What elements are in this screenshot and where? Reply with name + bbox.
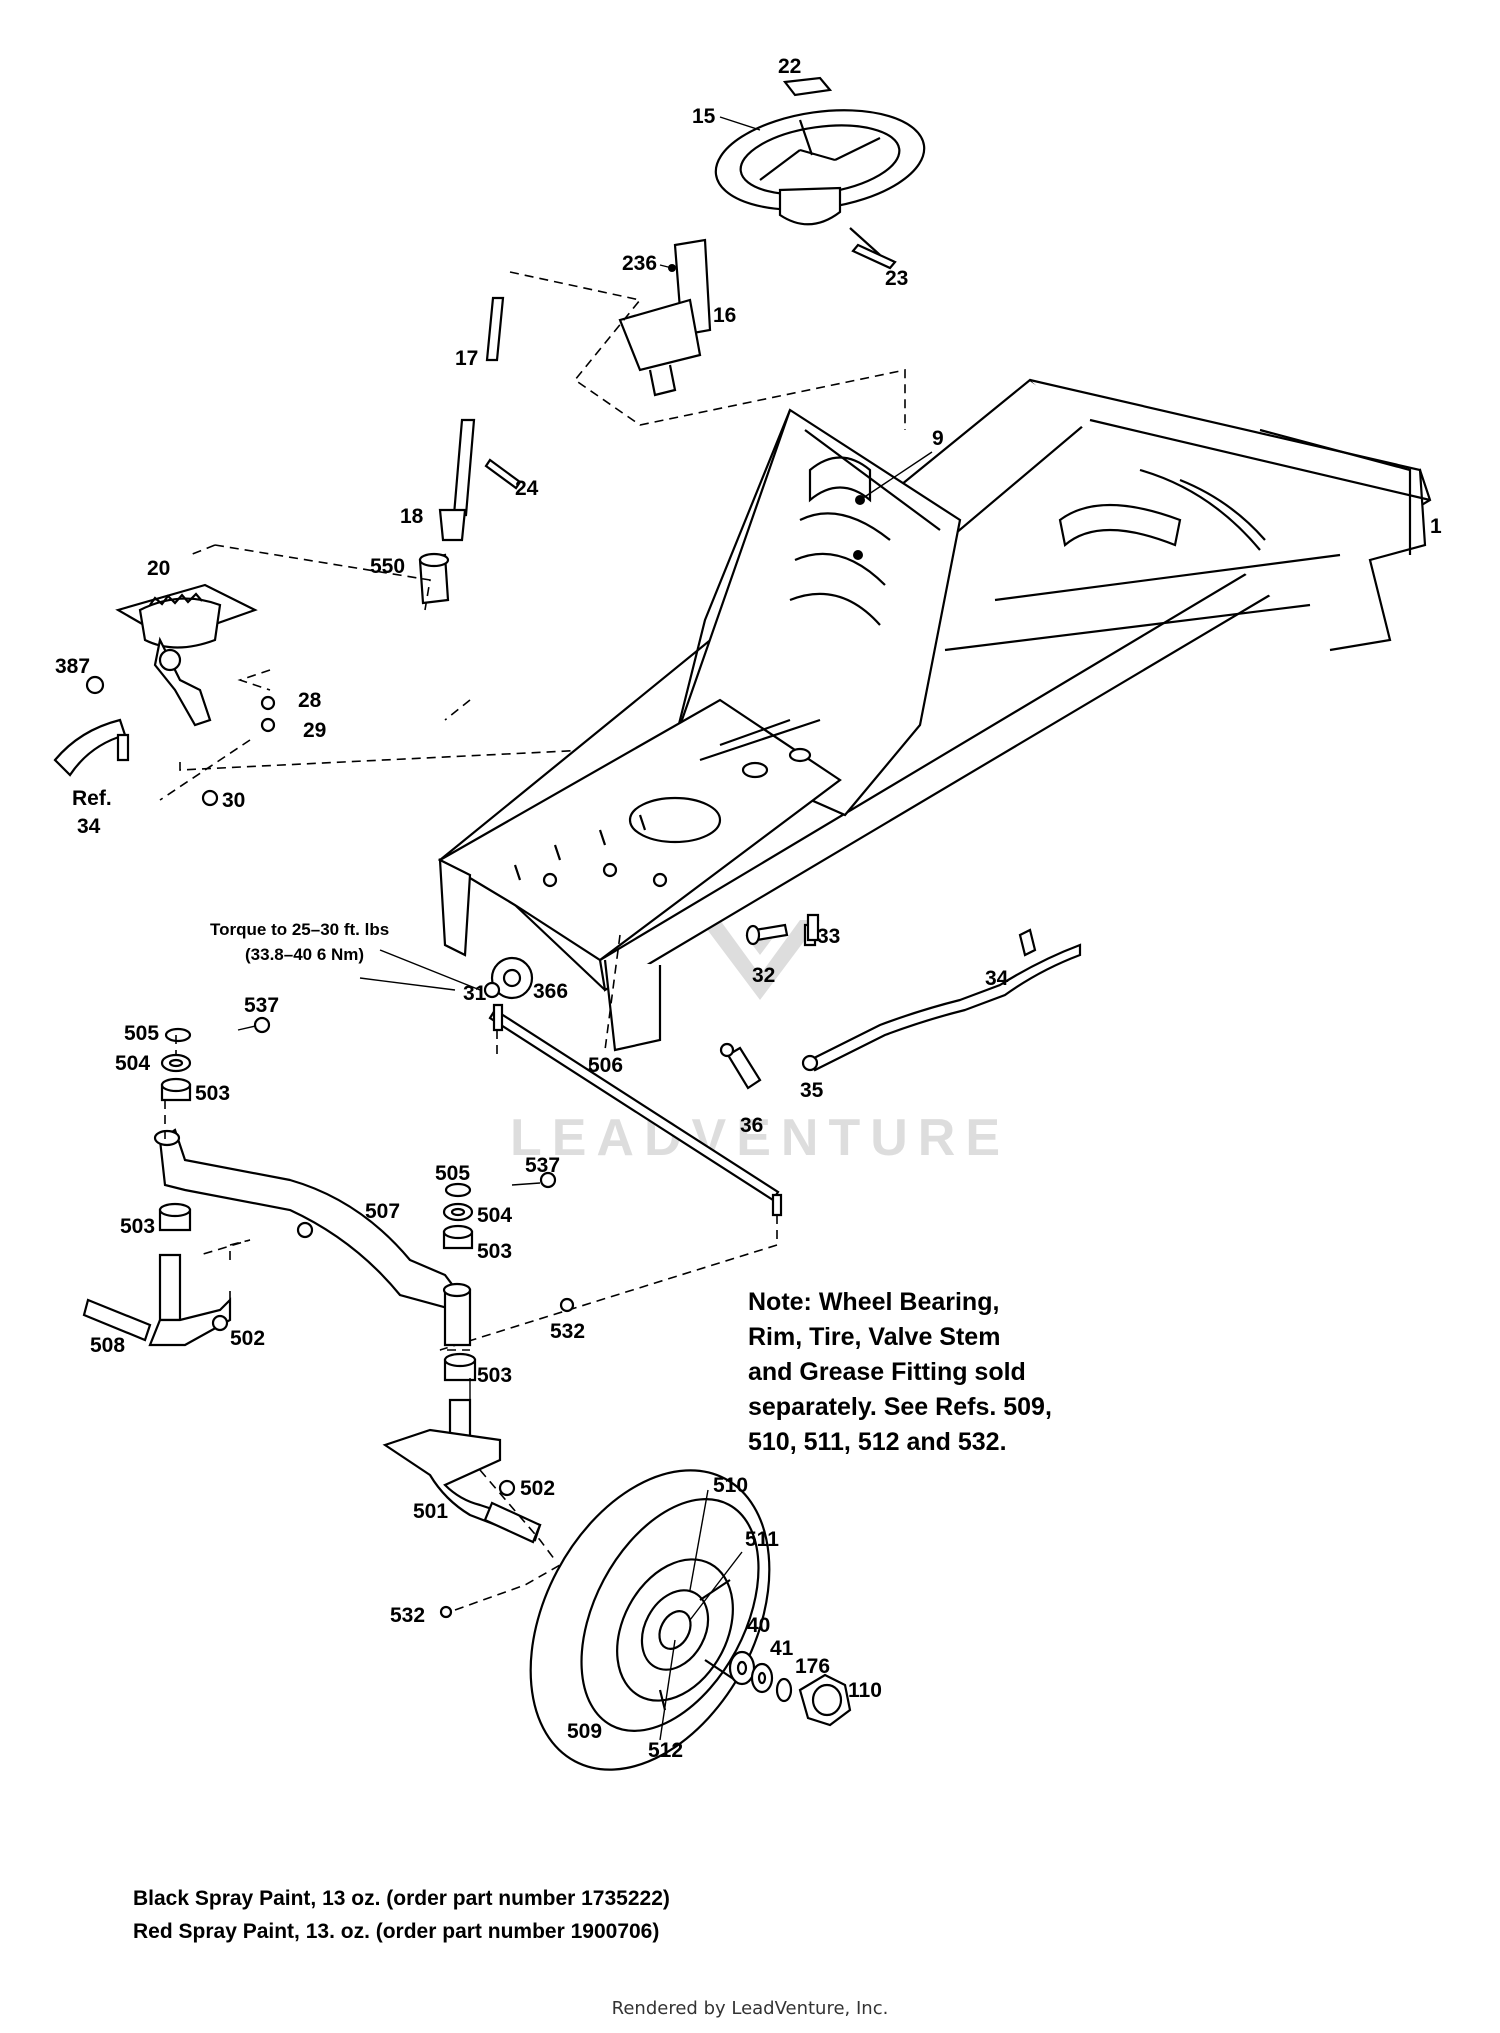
- callout-537-a: 537: [244, 994, 279, 1017]
- callout-236: 236: [622, 252, 657, 275]
- leader-lines: [359, 116, 933, 1741]
- callout-176: 176: [795, 1655, 830, 1678]
- steering-gear-assembly: [53, 544, 701, 807]
- callout-507: 507: [365, 1200, 400, 1223]
- callout-532-b: 532: [390, 1604, 425, 1627]
- callout-31: 31: [463, 982, 487, 1005]
- left-spindle-stack: [82, 1016, 271, 1347]
- callout-20: 20: [147, 557, 170, 580]
- wheel-note-line-3: and Grease Fitting sold: [748, 1358, 1026, 1386]
- callout-9: 9: [932, 427, 944, 450]
- callout-537-b: 537: [525, 1154, 560, 1177]
- callout-18: 18: [400, 505, 424, 528]
- steering-shaft: [418, 296, 522, 605]
- callout-503-b: 503: [120, 1215, 155, 1238]
- callout-504-b: 504: [477, 1204, 512, 1227]
- right-spindle-stack: [382, 1171, 575, 1561]
- wheel-note-line-5: 510, 511, 512 and 532.: [748, 1428, 1007, 1456]
- callout-511: 511: [745, 1528, 779, 1551]
- callout-550: 550: [370, 555, 405, 578]
- callout-17: 17: [455, 347, 478, 370]
- callout-387: 387: [55, 655, 90, 678]
- callout-32: 32: [752, 964, 775, 987]
- callout-110: 110: [848, 1679, 882, 1702]
- callout-366: 366: [533, 980, 568, 1003]
- callout-33: 33: [817, 925, 840, 948]
- callout-510: 510: [713, 1474, 748, 1497]
- callout-532-a: 532: [550, 1320, 585, 1343]
- leadventure-watermark: LEADVENTURE: [510, 920, 1010, 1167]
- front-axle: [153, 1128, 472, 1347]
- callout-29: 29: [303, 719, 326, 742]
- callout-34: 34: [985, 967, 1009, 990]
- callout-24: 24: [515, 477, 539, 500]
- callout-ref: Ref.: [72, 787, 112, 810]
- wheel-note-line-2: Rim, Tire, Valve Stem: [748, 1323, 1000, 1351]
- steering-bracket: [509, 238, 906, 430]
- callout-40: 40: [747, 1614, 770, 1637]
- paint-note-red: Red Spray Paint, 13. oz. (order part num…: [133, 1920, 659, 1943]
- wheel-note: Note: Wheel Bearing, Rim, Tire, Valve St…: [748, 1288, 1052, 1456]
- callout-506: 506: [588, 1054, 623, 1077]
- callout-35: 35: [800, 1079, 824, 1102]
- callout-503-a: 503: [195, 1082, 230, 1105]
- callout-41: 41: [770, 1637, 794, 1660]
- callout-16: 16: [713, 304, 736, 327]
- callout-ref-34: 34: [77, 815, 101, 838]
- callout-512: 512: [648, 1739, 683, 1762]
- paint-notes: Black Spray Paint, 13 oz. (order part nu…: [133, 1887, 670, 1943]
- callout-23: 23: [885, 267, 908, 290]
- callout-505-b: 505: [435, 1162, 470, 1185]
- watermark-text: LEADVENTURE: [510, 1109, 1010, 1167]
- tie-rod: [439, 1003, 783, 1351]
- callout-28: 28: [298, 689, 322, 712]
- paint-note-black: Black Spray Paint, 13 oz. (order part nu…: [133, 1887, 670, 1910]
- callout-36: 36: [740, 1114, 763, 1137]
- callout-501: 501: [413, 1500, 448, 1523]
- torque-line-1: Torque to 25–30 ft. lbs: [210, 920, 389, 939]
- callout-503-c: 503: [477, 1240, 512, 1263]
- callout-503-d: 503: [477, 1364, 512, 1387]
- callout-labels: 22 15 23 236 16 17 9 24 1 18 550 20 387 …: [55, 55, 1442, 1762]
- footer-credit: Rendered by LeadVenture, Inc.: [611, 1998, 889, 2019]
- callout-509: 509: [567, 1720, 602, 1743]
- torque-note: Torque to 25–30 ft. lbs (33.8–40 6 Nm): [210, 920, 389, 964]
- tractor-frame: [437, 378, 1432, 1052]
- callout-508: 508: [90, 1334, 125, 1357]
- torque-line-2: (33.8–40 6 Nm): [245, 945, 364, 964]
- frame-front-hardware: [379, 913, 1082, 1090]
- steering-wheel-assembly: [714, 76, 926, 270]
- wheel-note-line-4: separately. See Refs. 509,: [748, 1393, 1052, 1421]
- callout-502-b: 502: [520, 1477, 555, 1500]
- callout-505-a: 505: [124, 1022, 159, 1045]
- callout-504-a: 504: [115, 1052, 150, 1075]
- callout-1: 1: [1430, 515, 1442, 538]
- callout-502-a: 502: [230, 1327, 265, 1350]
- callout-22: 22: [778, 55, 801, 78]
- wheel-note-line-1: Note: Wheel Bearing,: [748, 1288, 999, 1316]
- front-wheel: [439, 1469, 852, 1771]
- callout-15: 15: [692, 105, 716, 128]
- callout-30: 30: [222, 789, 245, 812]
